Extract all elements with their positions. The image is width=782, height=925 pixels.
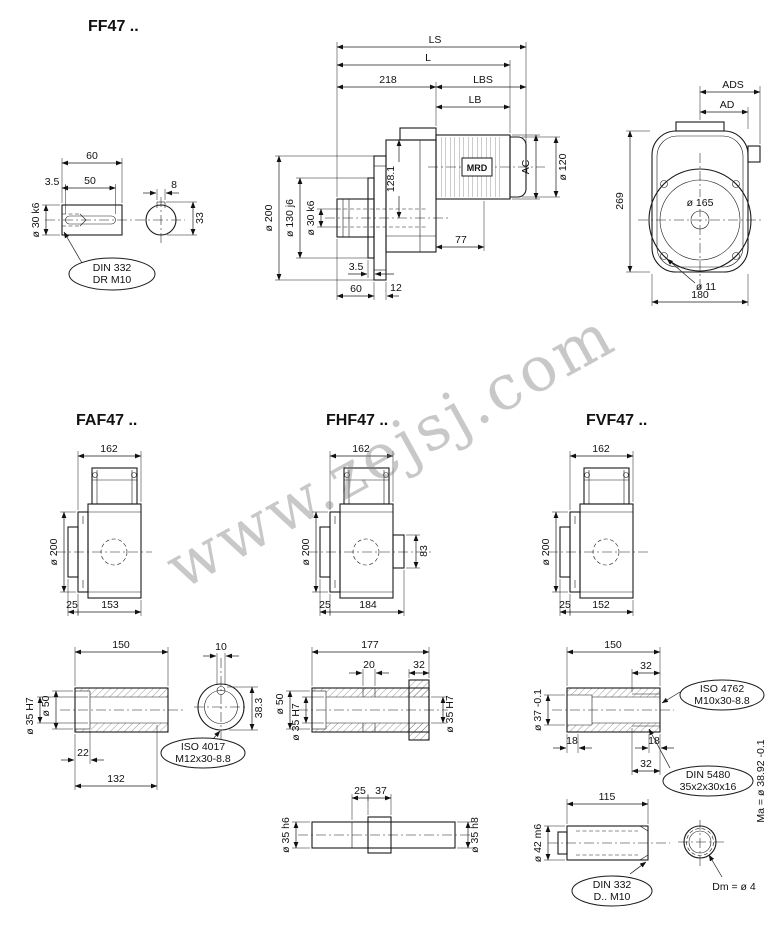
dim-152: 152 — [592, 599, 610, 611]
ff47-title: FF47 .. — [88, 18, 139, 35]
callout-din332: DIN 332 — [593, 879, 632, 891]
dim-12: 12 — [390, 282, 402, 294]
dim-150: 150 — [604, 639, 622, 651]
dim-20: 20 — [363, 659, 375, 671]
dim-25: 25 — [354, 785, 366, 797]
dim-22: 22 — [77, 747, 89, 759]
dim-184: 184 — [359, 599, 377, 611]
fhf47-shaft-detail: 177 20 32 ø 50 ø 35 H7 ø 35 H7 — [274, 639, 456, 741]
dim-37: 37 — [375, 785, 387, 797]
dim-dia42: ø 42 m6 — [532, 824, 544, 863]
dim-dia200: ø 200 — [263, 204, 275, 231]
dim-153: 153 — [101, 599, 119, 611]
dim-3-5: 3.5 — [45, 176, 60, 188]
dim-dia200: ø 200 — [48, 538, 60, 565]
dim-162: 162 — [592, 443, 610, 455]
ff47-shaft-detail: 60 3.5 50 8 33 ø 30 k6 DIN 332 DR M10 — [30, 150, 206, 291]
fvf47-solid-shaft-detail: 115 ø 42 m6 DIN 332 D.. M10 Dm = ø 4 — [532, 791, 756, 907]
callout-d-m10: D.. M10 — [594, 891, 631, 903]
dim-dia200: ø 200 — [540, 538, 552, 565]
dim-ads: ADS — [722, 79, 744, 91]
ff47-end-view: ø 165 ADS AD 269 ø 11 180 — [614, 79, 762, 306]
fvf47-shaft-detail: 150 32 ø 37 -0.1 18 18 32 ISO 4762 M10x3… — [532, 639, 767, 823]
ff47-side-view: MRD LS L 218 LBS LB AC ø 120 ø 200 ø 130… — [263, 34, 569, 300]
dim-3-5b: 3.5 — [349, 261, 364, 273]
dim-25: 25 — [66, 599, 78, 611]
dim-l: L — [425, 52, 431, 64]
dim-dia30k6: ø 30 k6 — [30, 202, 42, 237]
callout-m12x30: M12x30-8.8 — [175, 753, 231, 765]
dim-dia50: ø 50 — [40, 695, 52, 716]
fvf47-title: FVF47 .. — [586, 412, 647, 429]
dim-dia37: ø 37 -0.1 — [532, 689, 544, 731]
dim-8: 8 — [171, 179, 177, 191]
dim-115: 115 — [599, 791, 616, 803]
callout-iso4017: ISO 4017 — [181, 741, 226, 753]
dim-150: 150 — [112, 639, 130, 651]
dim-60: 60 — [86, 150, 98, 162]
dim-18-left: 18 — [566, 735, 578, 747]
dim-dia120: ø 120 — [557, 153, 569, 180]
dim-dia200: ø 200 — [300, 538, 312, 565]
dim-ac: AC — [520, 159, 532, 174]
dim-25: 25 — [559, 599, 571, 611]
motor-brand-label: MRD — [467, 163, 488, 173]
callout-m10x30: M10x30-8.8 — [694, 695, 750, 707]
callout-drm10: DR M10 — [93, 274, 132, 286]
dim-25: 25 — [319, 599, 331, 611]
dim-dia35-right: ø 35 H7 — [444, 695, 456, 733]
dim-177: 177 — [361, 639, 379, 651]
callout-iso4762: ISO 4762 — [700, 683, 745, 695]
fhf47-title: FHF47 .. — [326, 412, 388, 429]
dim-ad: AD — [720, 99, 735, 111]
dim-162: 162 — [100, 443, 118, 455]
dim-32-bottom: 32 — [640, 758, 652, 770]
dim-60b: 60 — [350, 283, 362, 295]
faf47-front-view: 162 ø 200 25 153 — [48, 443, 152, 616]
dim-128-1: 128.1 — [385, 166, 397, 192]
dim-83: 83 — [418, 545, 430, 557]
dim-dia35h7: ø 35 H7 — [24, 697, 36, 735]
dim-269: 269 — [614, 192, 626, 210]
callout-din332: DIN 332 — [93, 262, 132, 274]
dim-dia35h6: ø 35 h6 — [280, 817, 292, 853]
dim-ls: LS — [429, 34, 442, 46]
dim-dia11: ø 11 — [696, 281, 716, 293]
fhf47-front-view: 162 ø 200 83 25 184 — [300, 443, 432, 616]
dim-32: 32 — [413, 659, 425, 671]
dim-dia50: ø 50 — [274, 693, 286, 714]
fvf47-front-view: 162 ø 200 25 152 — [540, 443, 648, 616]
dim-180: 180 — [691, 289, 709, 301]
dim-162: 162 — [352, 443, 370, 455]
fhf47-solid-shaft-detail: 25 37 ø 35 h6 ø 35 h8 — [280, 785, 481, 854]
dim-50: 50 — [84, 175, 96, 187]
faf47-title: FAF47 .. — [76, 412, 137, 429]
faf47-shaft-detail: 150 ø 50 ø 35 H7 22 132 10 38.3 ISO 4017… — [24, 639, 265, 790]
dim-132: 132 — [107, 773, 125, 785]
dim-pin-diameter: Dm = ø 4 — [712, 881, 756, 893]
dim-dia130: ø 130 j6 — [284, 199, 296, 237]
callout-din5480: DIN 5480 — [686, 769, 731, 781]
dim-dia35h8: ø 35 h8 — [469, 817, 481, 853]
dim-dia30-bore: ø 30 k6 — [305, 200, 317, 235]
dim-218: 218 — [379, 74, 397, 86]
dim-18-right: 18 — [648, 735, 660, 747]
dim-32-top: 32 — [640, 660, 652, 672]
dim-lbs: LBS — [473, 74, 493, 86]
dim-10: 10 — [215, 641, 227, 653]
dim-dia35-left: ø 35 H7 — [290, 703, 302, 741]
dim-lb: LB — [469, 94, 482, 106]
dim-33: 33 — [194, 212, 206, 224]
dim-77: 77 — [455, 234, 467, 246]
dim-spline-measure: Ma = ø 38.92 -0.1 — [755, 739, 767, 822]
dim-dia165: ø 165 — [687, 197, 714, 209]
callout-spline-size: 35x2x30x16 — [680, 781, 737, 793]
dim-38-3: 38.3 — [253, 698, 265, 719]
